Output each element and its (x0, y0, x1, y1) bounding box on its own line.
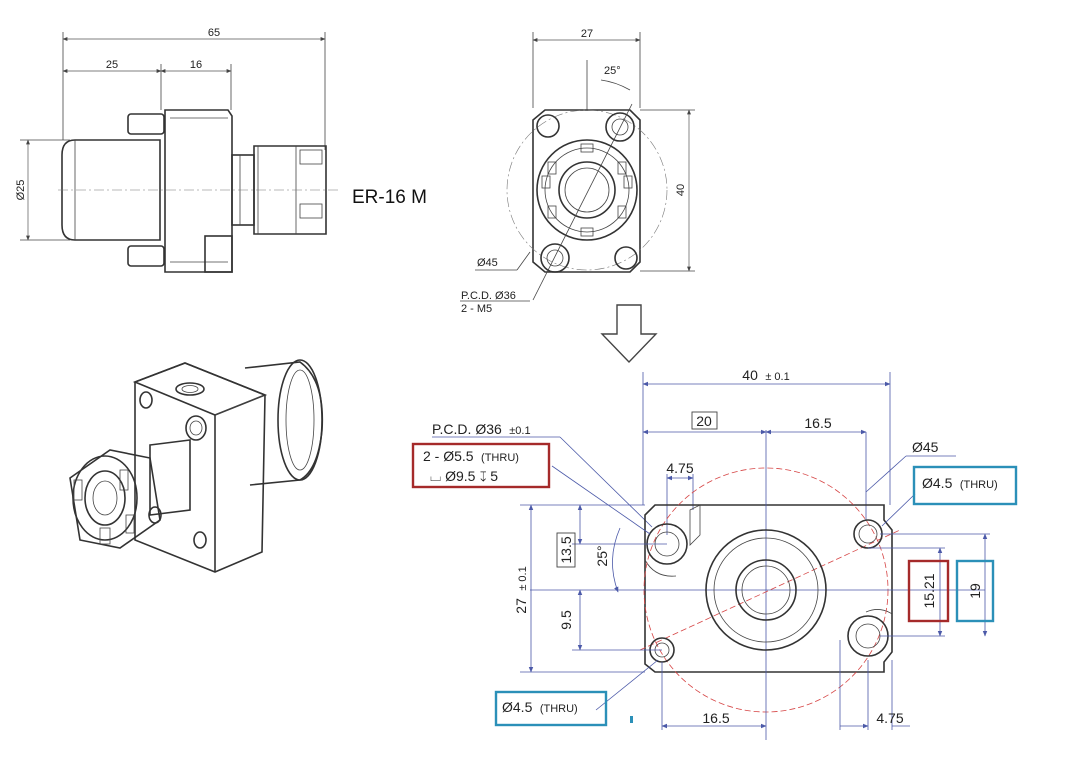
blue-box-dim-19: 19 (955, 559, 995, 623)
detail-dim-4-75-bottom: 4.75 (876, 710, 903, 726)
front-angle: 25° (604, 65, 621, 77)
detail-view: 40 ± 0.1 20 16.5 P.C.D. Ø36 ±0.1 Ø45 4.7… (432, 367, 990, 740)
front-dim-width: 27 (581, 28, 593, 40)
red-box-dim-15-21: 15.21 (907, 559, 950, 623)
detail-dia-45: Ø45 (912, 439, 939, 455)
red-box-hole-line1: 2 - Ø5.5 (423, 448, 474, 464)
detail-dim-4-75-top: 4.75 (666, 460, 693, 476)
svg-text:Ø4.5 (THRU): Ø4.5 (THRU) (502, 699, 578, 716)
blue-box-dim-19-text: 19 (967, 583, 983, 599)
detail-dim-13-5: 13.5 (558, 536, 574, 563)
marker-dot (630, 716, 633, 723)
side-dim-left: 25 (106, 59, 118, 71)
down-arrow-icon (600, 304, 658, 364)
detail-dim-9-5: 9.5 (558, 610, 574, 630)
side-dim-overall: 65 (208, 27, 220, 39)
detail-dim-16-5-bottom: 16.5 (702, 710, 729, 726)
blue-box-top-right-suffix: (THRU) (960, 479, 998, 491)
detail-dim-20: 20 (696, 413, 712, 429)
front-pcd: P.C.D. Ø36 (461, 290, 516, 302)
red-box-hole-line2: ⌴ Ø9.5 ↧ 5 (430, 468, 498, 484)
detail-angle: 25° (594, 545, 610, 566)
detail-dim-16-5-top: 16.5 (804, 415, 831, 431)
side-dim-dia: Ø25 (15, 180, 27, 201)
detail-pcd-label: P.C.D. Ø36 ±0.1 (432, 421, 531, 438)
blue-box-bottom-left-suffix: (THRU) (540, 703, 578, 715)
red-box-dim-15-21-text: 15.21 (921, 573, 937, 608)
detail-width-tol: ± 0.1 (765, 371, 789, 383)
detail-height-label: 27 ± 0.1 (513, 566, 530, 613)
blue-box-bottom-left-dia: Ø4.5 (502, 699, 533, 715)
red-box-hole-line1-suffix: (THRU) (481, 452, 519, 464)
red-box-hole-spec: 2 - Ø5.5 (THRU) ⌴ Ø9.5 ↧ 5 (411, 442, 551, 489)
svg-text:2 - Ø5.5 (THRU): 2 - Ø5.5 (THRU) (423, 448, 519, 465)
detail-width-main: 40 (742, 367, 758, 383)
detail-height-main: 27 (513, 598, 529, 614)
detail-pcd-main: P.C.D. Ø36 (432, 421, 502, 437)
isometric-view (69, 359, 324, 573)
blue-box-bottom-left: Ø4.5 (THRU) (494, 690, 608, 727)
detail-height-tol: ± 0.1 (517, 566, 529, 590)
front-view: 27 40 25° Ø45 (460, 28, 695, 315)
collet-label: ER-16 M (352, 187, 427, 208)
side-view: 65 25 16 Ø25 ER-16 M (15, 27, 427, 273)
blue-box-top-right: Ø4.5 (THRU) (912, 465, 1018, 506)
detail-pcd-tol: ±0.1 (509, 425, 530, 437)
svg-text:Ø4.5 (THRU): Ø4.5 (THRU) (922, 475, 998, 492)
front-dim-height: 40 (675, 184, 687, 196)
blue-box-top-right-dia: Ø4.5 (922, 475, 953, 491)
detail-width-label: 40 ± 0.1 (742, 367, 789, 384)
side-dim-mid: 16 (190, 59, 202, 71)
front-dia-45: Ø45 (477, 257, 498, 269)
front-thread: 2 - M5 (461, 303, 492, 315)
